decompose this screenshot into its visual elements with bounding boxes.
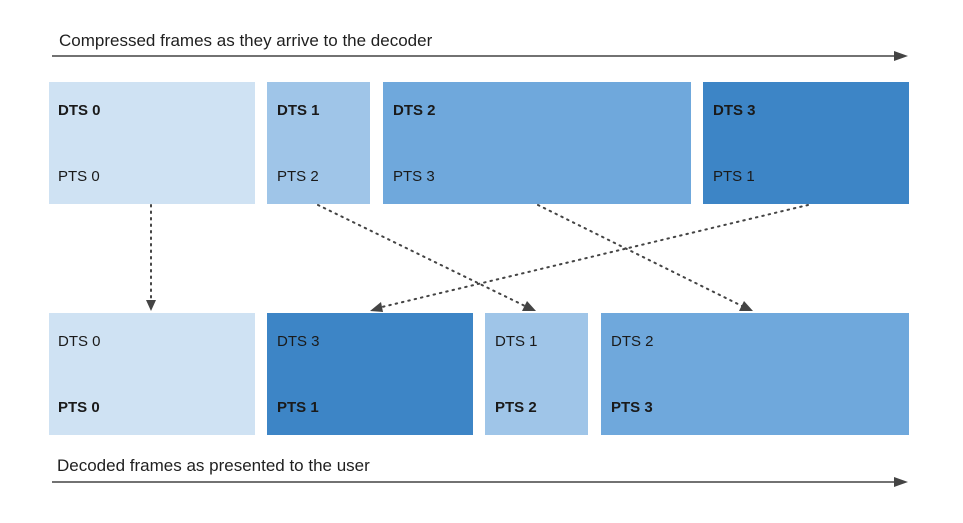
presentation-frame-1-pts: PTS 1 [277, 399, 319, 416]
mapping-arrow-dts1-pts2 [317, 204, 526, 307]
arrival-frame-0-pts: PTS 0 [58, 168, 100, 185]
mapping-arrowhead-pts1 [370, 302, 383, 312]
mapping-arrow-dts3-pts1 [381, 204, 809, 308]
presentation-timeline-arrowhead [894, 477, 908, 487]
arrival-frame-1-pts: PTS 2 [277, 168, 319, 185]
presentation-frame-3-pts: PTS 3 [611, 399, 653, 416]
presentation-frame-2: DTS 1 PTS 2 [485, 313, 588, 435]
arrival-frame-3-dts: DTS 3 [713, 102, 756, 119]
mapping-arrowhead-pts3 [739, 301, 753, 311]
arrival-frame-2-pts: PTS 3 [393, 168, 435, 185]
presentation-frame-0-pts: PTS 0 [58, 399, 100, 416]
arrival-frame-3: DTS 3 PTS 1 [703, 82, 909, 204]
arrival-frame-1: DTS 1 PTS 2 [267, 82, 370, 204]
arrival-frame-0: DTS 0 PTS 0 [49, 82, 255, 204]
mapping-arrow-dts2-pts3 [537, 204, 743, 307]
arrival-frame-3-pts: PTS 1 [713, 168, 755, 185]
presentation-frame-3: DTS 2 PTS 3 [601, 313, 909, 435]
arrival-frame-2-dts: DTS 2 [393, 102, 436, 119]
presentation-frame-1-dts: DTS 3 [277, 333, 320, 350]
arrival-timeline-arrowhead [894, 51, 908, 61]
presentation-frame-2-pts: PTS 2 [495, 399, 537, 416]
presentation-caption: Decoded frames as presented to the user [57, 456, 370, 475]
mapping-arrowhead-pts0 [146, 300, 156, 311]
presentation-frame-2-dts: DTS 1 [495, 333, 538, 350]
presentation-frame-1: DTS 3 PTS 1 [267, 313, 473, 435]
presentation-frame-3-dts: DTS 2 [611, 333, 654, 350]
arrival-frame-0-dts: DTS 0 [58, 102, 101, 119]
mapping-arrowhead-pts2 [522, 301, 536, 311]
presentation-frame-0: DTS 0 PTS 0 [49, 313, 255, 435]
arrival-frame-1-dts: DTS 1 [277, 102, 320, 119]
arrival-caption: Compressed frames as they arrive to the … [59, 31, 433, 50]
presentation-frame-0-dts: DTS 0 [58, 333, 101, 350]
arrival-frame-2: DTS 2 PTS 3 [383, 82, 691, 204]
